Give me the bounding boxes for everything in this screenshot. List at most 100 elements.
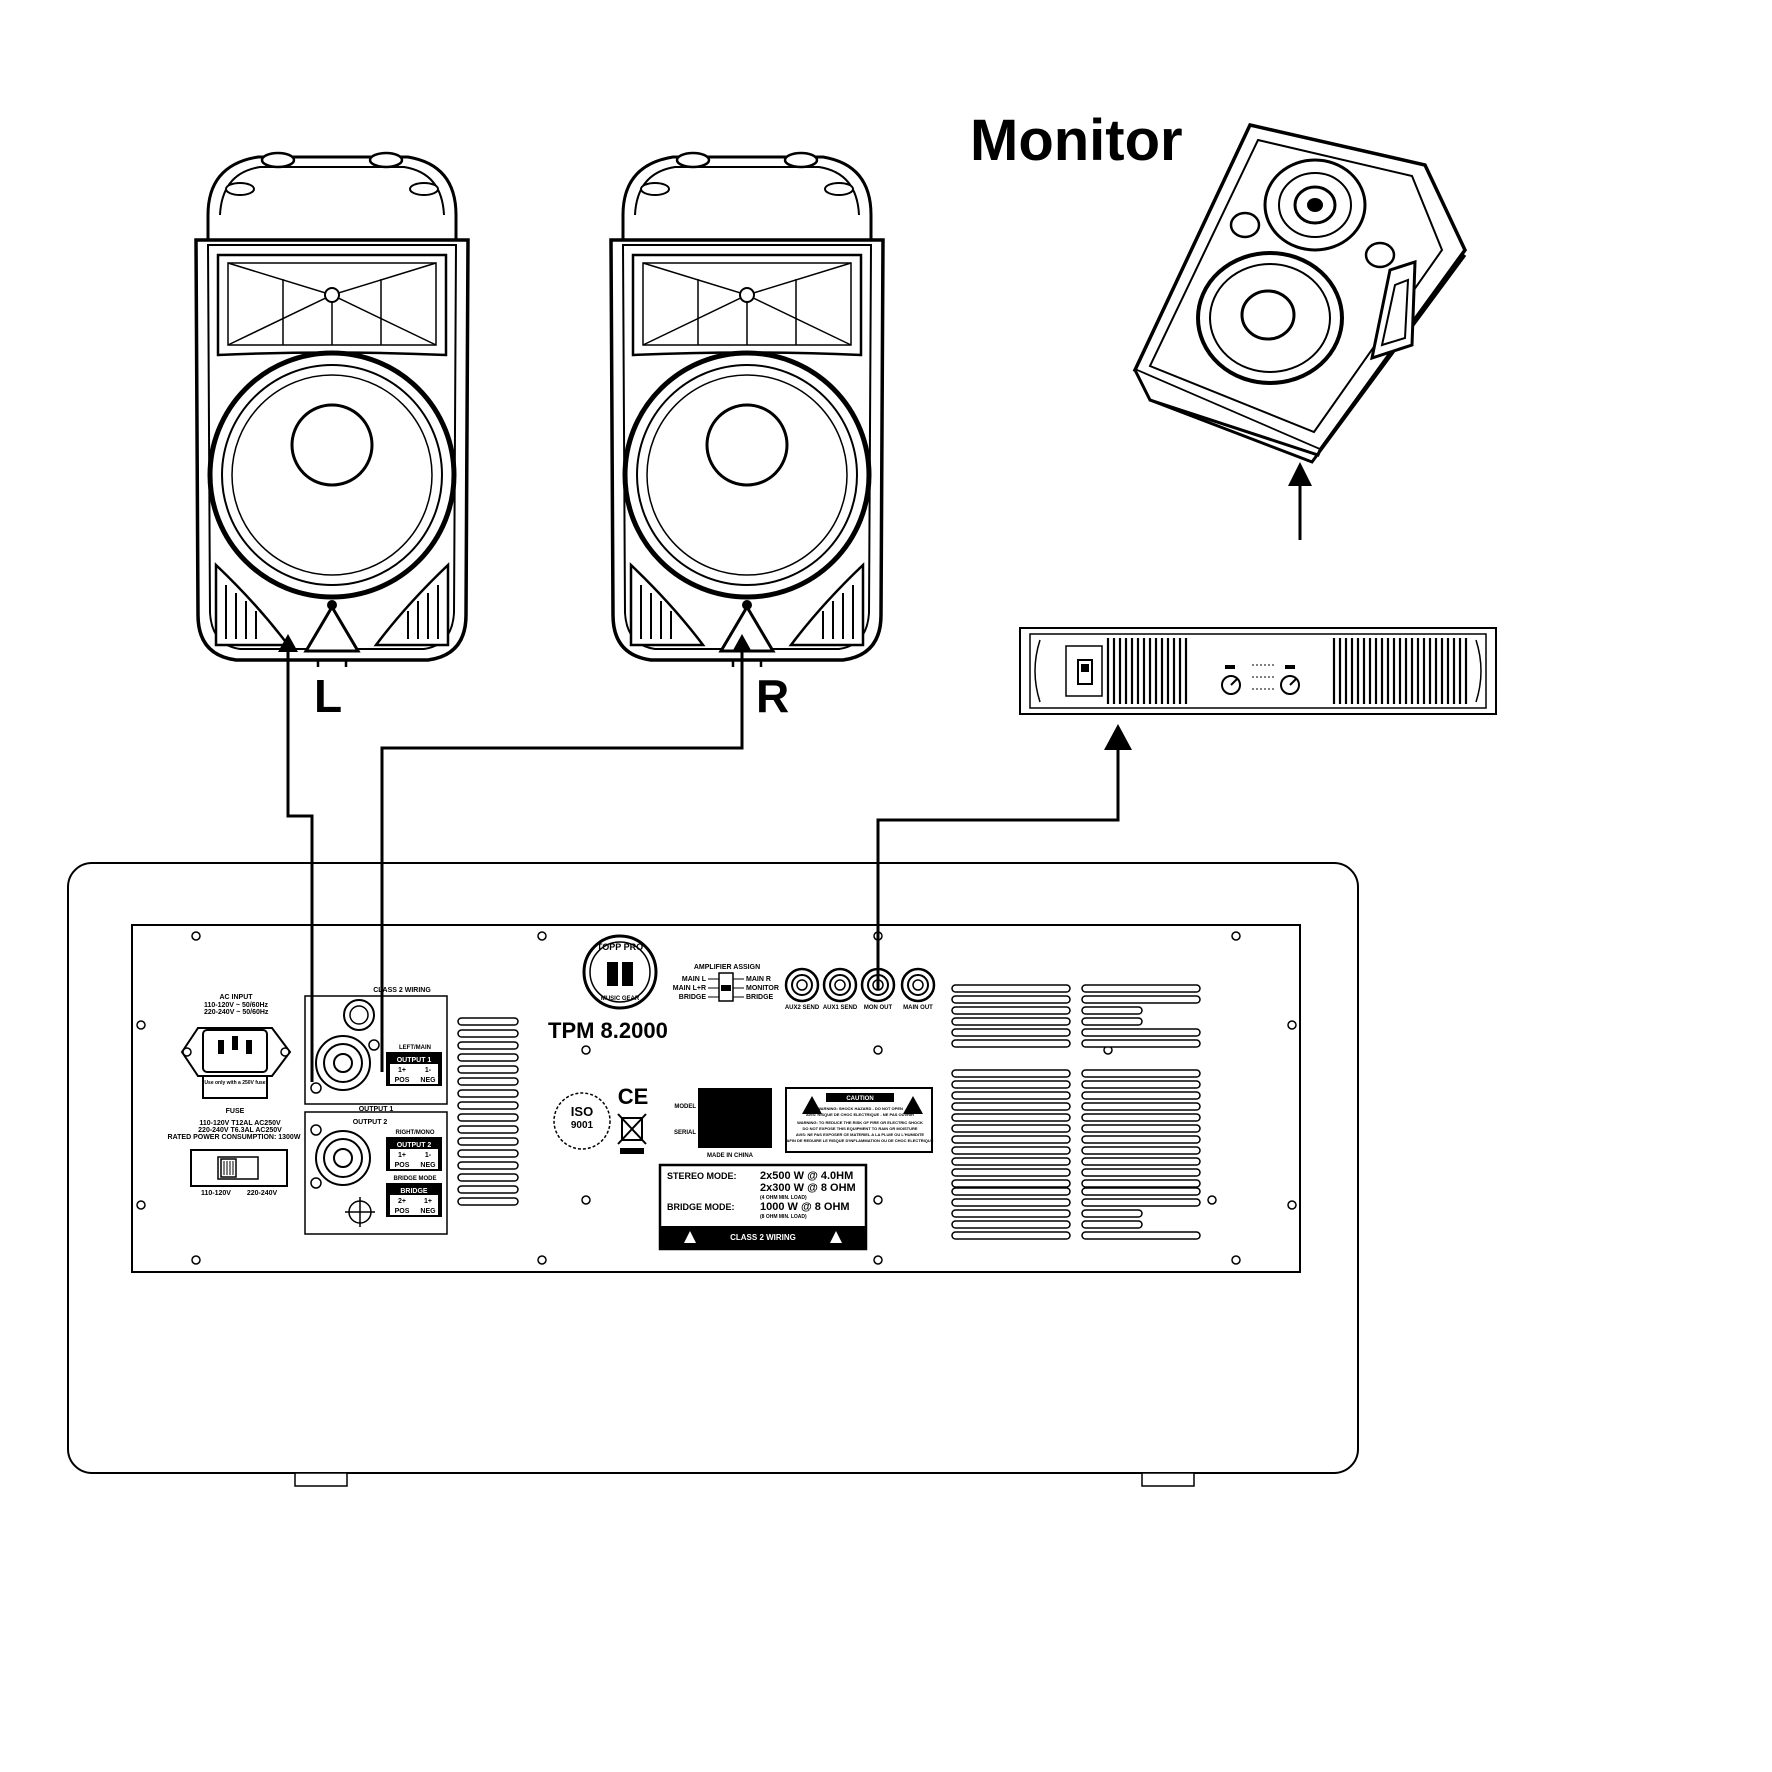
right-speaker bbox=[611, 153, 883, 667]
serial-field-label: SERIAL bbox=[674, 1130, 696, 1136]
ac-input-title: AC INPUT bbox=[219, 994, 253, 1001]
caution-line1: WARNING: SHOCK HAZARD - DO NOT OPEN bbox=[817, 1106, 903, 1111]
box3-b: 1+ bbox=[424, 1198, 432, 1205]
jack-label-2: AUX1 SEND bbox=[823, 1005, 858, 1011]
vent-slot bbox=[951, 1080, 1071, 1089]
right-mono-label: RIGHT/MONO bbox=[396, 1130, 435, 1136]
amplifier-assign-switch[interactable]: AMPLIFIER ASSIGN MAIN L MAIN L+R BRIDGE … bbox=[673, 964, 779, 1002]
jack-label-3: MON OUT bbox=[864, 1005, 893, 1011]
fuse-label: FUSE bbox=[226, 1108, 245, 1115]
bridge-note: (8 OHM MIN. LOAD) bbox=[760, 1214, 807, 1220]
vent-slot bbox=[457, 1065, 519, 1074]
box1-title: OUTPUT 1 bbox=[397, 1057, 432, 1064]
vent-slot bbox=[1081, 984, 1201, 993]
vent-slot bbox=[951, 1135, 1071, 1144]
vent-slot bbox=[1081, 1187, 1201, 1196]
jack-label-1: AUX2 SEND bbox=[785, 1005, 820, 1011]
bridge-mode-label: BRIDGE MODE bbox=[393, 1176, 436, 1182]
vent-slot bbox=[457, 1197, 519, 1206]
vent-slot bbox=[457, 1041, 519, 1050]
arrow-up-amp-icon bbox=[1104, 724, 1132, 750]
monitor-speaker: Monitor bbox=[970, 108, 1468, 464]
vent-slot bbox=[951, 1220, 1071, 1229]
serial-plate bbox=[698, 1088, 772, 1148]
vent-slot bbox=[1081, 1179, 1201, 1188]
box2-b: 1- bbox=[425, 1152, 432, 1159]
caution-line5: AVIS: NE PAS EXPOSER CE MATERIEL A LA PL… bbox=[796, 1132, 925, 1137]
class2-label-top: CLASS 2 WIRING bbox=[373, 987, 431, 994]
link-amp-to-monitor bbox=[1288, 462, 1312, 540]
stereo-spec-1: 2x500 W @ 4.0HM bbox=[760, 1170, 853, 1182]
left-channel-label: L bbox=[314, 670, 342, 722]
box2-title: OUTPUT 2 bbox=[397, 1142, 432, 1149]
vent-slot bbox=[457, 1077, 519, 1086]
box1-d: NEG bbox=[420, 1077, 436, 1084]
box1-c: POS bbox=[395, 1077, 410, 1084]
logo-text: TOPP PRO bbox=[597, 942, 643, 952]
switch-label-right: 220-240V bbox=[247, 1190, 278, 1197]
vent-slot bbox=[457, 1089, 519, 1098]
stereo-note: (4 OHM MIN. LOAD) bbox=[760, 1195, 807, 1201]
model-name: TPM 8.2000 bbox=[548, 1018, 668, 1043]
caution-line6: AFIN DE REDUIRE LE RISQUE D'INFLAMMATION… bbox=[787, 1138, 934, 1143]
vent-slot bbox=[1081, 1080, 1201, 1089]
vent-slot bbox=[951, 1091, 1071, 1100]
mixer-rear-panel: AC INPUT 110-120V ~ 50/60Hz 220-240V ~ 5… bbox=[67, 862, 1359, 1487]
vent-slot bbox=[1081, 1124, 1201, 1133]
vent-slot bbox=[951, 1039, 1071, 1048]
power-consumption: RATED POWER CONSUMPTION: 1300W bbox=[168, 1134, 301, 1141]
vent-slot bbox=[457, 1113, 519, 1122]
cable-left bbox=[278, 634, 314, 1082]
box1-b: 1- bbox=[425, 1067, 432, 1074]
vent-slot bbox=[951, 984, 1071, 993]
box1-a: 1+ bbox=[398, 1067, 406, 1074]
caution-line2: AVIS: RISQUE DE CHOC ELECTRIQUE - NE PAS… bbox=[806, 1112, 914, 1117]
vent-slot bbox=[1081, 1091, 1201, 1100]
caution-line4: DO NOT EXPOSE THIS EQUIPMENT TO RAIN OR … bbox=[802, 1126, 917, 1131]
stereo-mode-label: STEREO MODE: bbox=[667, 1171, 737, 1181]
rack-vent-right bbox=[1332, 638, 1468, 704]
logo-sub: MUSIC GEAR bbox=[601, 996, 640, 1002]
arrow-up-monitor-icon bbox=[1288, 462, 1312, 486]
switch-label-left: 110-120V bbox=[201, 1190, 231, 1197]
vent-slot bbox=[1081, 1168, 1201, 1177]
vent-slot bbox=[951, 1124, 1071, 1133]
vent-slot bbox=[1081, 1135, 1201, 1144]
vent-slot bbox=[457, 1125, 519, 1134]
power-specs-box: STEREO MODE: 2x500 W @ 4.0HM 2x300 W @ 8… bbox=[658, 1163, 868, 1251]
vent-slot bbox=[1081, 1069, 1201, 1078]
vent-slot bbox=[951, 1069, 1071, 1078]
power-switch[interactable] bbox=[1077, 659, 1093, 685]
ac-input-section: AC INPUT 110-120V ~ 50/60Hz 220-240V ~ 5… bbox=[168, 994, 301, 1197]
stereo-spec-2: 2x300 W @ 8 OHM bbox=[760, 1182, 856, 1194]
vent-slot bbox=[951, 1102, 1071, 1111]
vent-slot bbox=[951, 1146, 1071, 1155]
vent-slot bbox=[457, 1185, 519, 1194]
fuse-holder[interactable] bbox=[202, 1075, 268, 1099]
bridge-spec-1: 1000 W @ 8 OHM bbox=[760, 1201, 850, 1213]
made-in-label: MADE IN CHINA bbox=[707, 1153, 754, 1159]
assign-l2: MAIN L+R bbox=[673, 985, 706, 992]
vent-slot bbox=[951, 1179, 1071, 1188]
vent-slot bbox=[1081, 1220, 1143, 1229]
monitor-label: Monitor bbox=[970, 108, 1183, 173]
class2-footer: CLASS 2 WIRING bbox=[730, 1233, 796, 1242]
vent-slot bbox=[951, 1006, 1071, 1015]
model-field-label: MODEL bbox=[674, 1104, 696, 1110]
box3-title: BRIDGE bbox=[400, 1188, 428, 1195]
foot-left bbox=[294, 1472, 348, 1487]
box2-d: NEG bbox=[420, 1162, 436, 1169]
box3-c: POS bbox=[395, 1208, 410, 1215]
arrow-up-right-icon bbox=[732, 634, 752, 652]
weee-bin-icon bbox=[617, 1113, 647, 1154]
assign-r1: MAIN R bbox=[746, 976, 771, 983]
brand-logo: TOPP PRO MUSIC GEAR bbox=[582, 934, 658, 1010]
left-speaker bbox=[196, 153, 468, 667]
bridge-mode-spec-label: BRIDGE MODE: bbox=[667, 1202, 735, 1212]
certifications: ISO 9001 CE bbox=[553, 1084, 648, 1154]
vent-slot bbox=[1081, 1146, 1201, 1155]
vent-slot bbox=[1081, 1102, 1201, 1111]
iso-number: 9001 bbox=[571, 1120, 594, 1131]
vent-slot bbox=[1081, 995, 1201, 1004]
